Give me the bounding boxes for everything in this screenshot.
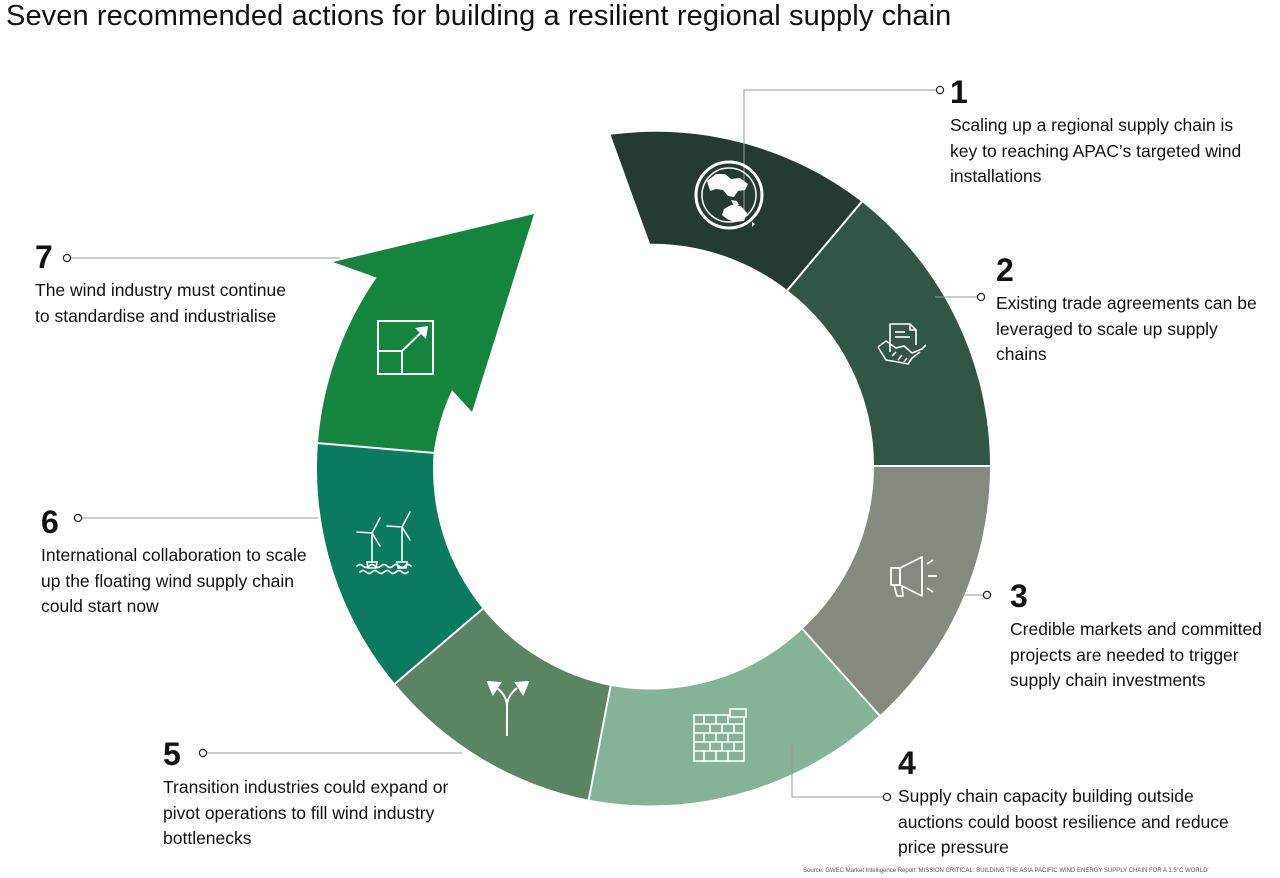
- segment-5: [395, 608, 611, 800]
- action-4-text: Supply chain capacity building outside a…: [898, 786, 1229, 857]
- leader-lines: [70, 89, 983, 798]
- leader-dots: [62, 85, 992, 802]
- action-2-number: 2: [996, 252, 1014, 288]
- action-6-text: International collaboration to scale up …: [41, 545, 307, 616]
- action-4-number: 4: [898, 745, 916, 781]
- action-7-text: The wind industry must continue to stand…: [35, 280, 286, 326]
- leader-line-1: [743, 89, 936, 210]
- action-7: 7 The wind industry must continue to sta…: [35, 241, 305, 329]
- action-2: 2 Existing trade agreements can be lever…: [996, 254, 1271, 368]
- action-5-text: Transition industries could expand or pi…: [163, 777, 449, 848]
- source-note: Source: GWEC Market Intelligence Report …: [803, 868, 1209, 874]
- action-2-text: Existing trade agreements can be leverag…: [996, 293, 1257, 364]
- diverging-arrows-icon: [486, 680, 530, 736]
- segment-2: [787, 201, 990, 467]
- action-3-text: Credible markets and committed projects …: [1010, 619, 1262, 690]
- action-3: 3 Credible markets and committed project…: [1010, 580, 1265, 694]
- action-7-number: 7: [35, 239, 53, 275]
- floating-wind-turbines-icon: [356, 511, 412, 575]
- action-5: 5 Transition industries could expand or …: [163, 738, 483, 852]
- segment-separators: [317, 201, 990, 800]
- scale-up-square-icon: [377, 320, 434, 375]
- action-6-number: 6: [41, 504, 59, 540]
- action-6: 6 International collaboration to scale u…: [41, 506, 321, 620]
- page-title: Seven recommended actions for building a…: [6, 0, 952, 32]
- globe-icon: [694, 160, 764, 230]
- action-3-number: 3: [1010, 578, 1028, 614]
- action-1: 1 Scaling up a regional supply chain is …: [950, 76, 1260, 190]
- handshake-agreement-icon: [877, 323, 927, 365]
- action-1-text: Scaling up a regional supply chain is ke…: [950, 115, 1242, 186]
- brick-wall-icon: [693, 708, 747, 762]
- action-5-number: 5: [163, 736, 181, 772]
- action-1-number: 1: [950, 74, 968, 110]
- leader-line-4: [791, 745, 883, 798]
- megaphone-icon: [890, 556, 937, 597]
- action-4: 4 Supply chain capacity building outside…: [898, 747, 1258, 861]
- segment-6: [316, 443, 483, 684]
